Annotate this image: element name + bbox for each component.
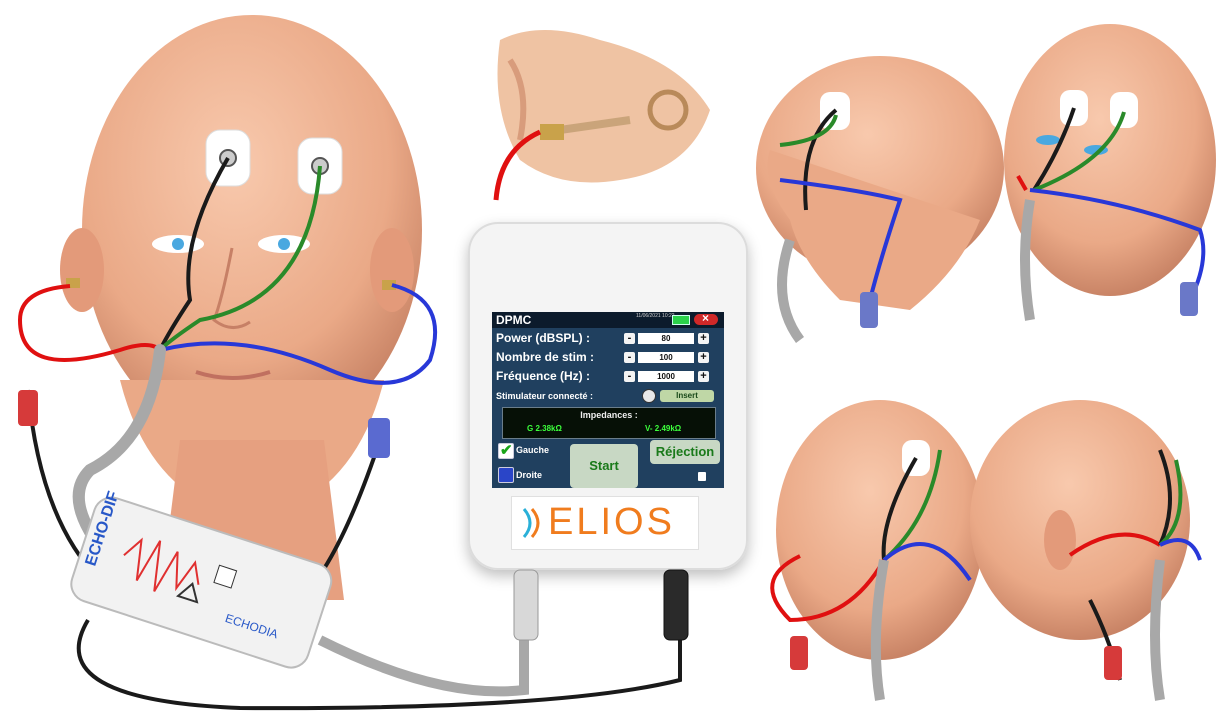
close-button[interactable] — [694, 314, 718, 325]
left-ear-label: Gauche — [516, 445, 549, 455]
screen-title: DPMC — [496, 313, 531, 327]
stimulator-icon — [642, 389, 656, 403]
impedance-v: V- 2.49kΩ — [645, 424, 681, 433]
right-ear-checkbox[interactable] — [498, 467, 514, 483]
impedance-panel: Impedances : G 2.38kΩ V- 2.49kΩ — [502, 407, 716, 439]
frequency-minus-button[interactable]: - — [624, 371, 635, 382]
left-ear-checkbox[interactable] — [498, 443, 514, 459]
right-ear-label: Droite — [516, 470, 542, 480]
impedance-title: Impedances : — [503, 410, 715, 420]
device-screen: DPMC 11/06/2021 10:22 Power (dBSPL) : - … — [492, 312, 724, 488]
insert-button[interactable]: Insert — [660, 390, 714, 402]
stim-count-label: Nombre de stim : — [496, 350, 594, 364]
stim-plus-button[interactable]: + — [698, 352, 709, 363]
frequency-value: 1000 — [638, 371, 694, 382]
frequency-plus-button[interactable]: + — [698, 371, 709, 382]
elios-mark-icon — [520, 505, 550, 541]
battery-icon — [672, 315, 690, 325]
power-value: 80 — [638, 333, 694, 344]
ear-anatomy — [496, 30, 710, 200]
power-label: Power (dBSPL) : — [496, 331, 590, 345]
stim-minus-button[interactable]: - — [624, 352, 635, 363]
power-minus-button[interactable]: - — [624, 333, 635, 344]
screen-header: DPMC 11/06/2021 10:22 — [492, 312, 724, 328]
save-icon[interactable] — [698, 472, 706, 481]
stim-count-value: 100 — [638, 352, 694, 363]
stimulator-label: Stimulateur connecté : — [496, 391, 593, 401]
frequency-label: Fréquence (Hz) : — [496, 369, 590, 383]
impedance-g: G 2.38kΩ — [527, 424, 562, 433]
rejection-button[interactable]: Réjection — [650, 440, 720, 464]
elios-brand-text: ELIOS — [548, 501, 675, 544]
start-button[interactable]: Start — [570, 444, 638, 488]
elios-logo: ELIOS — [511, 496, 699, 550]
connectors — [500, 560, 700, 670]
right-heads — [756, 24, 1216, 700]
power-plus-button[interactable]: + — [698, 333, 709, 344]
screen-date: 11/06/2021 10:22 — [636, 313, 675, 319]
